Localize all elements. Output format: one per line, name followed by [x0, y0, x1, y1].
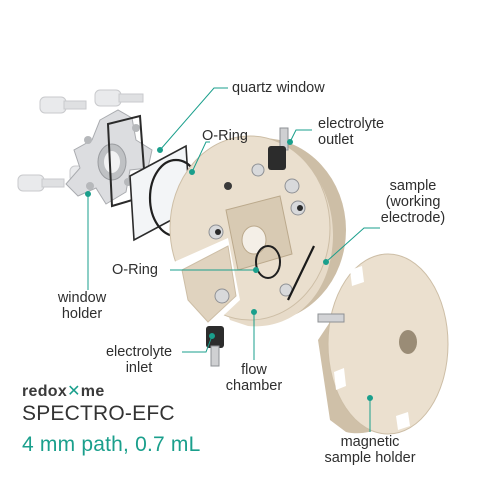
sample-slide [287, 245, 315, 301]
label-electrolyte-outlet-line1: electrolyte [318, 116, 385, 132]
label-magnetic-sample-holder-line1: magnetic [340, 434, 400, 450]
magnetic-sample-holder-disk [317, 253, 449, 435]
label-quartz-window: quartz window [232, 80, 325, 96]
flow-chamber-body [169, 135, 346, 332]
label-sample-line1: sample [389, 178, 437, 194]
brand-logo-x-icon: ✕ [67, 383, 81, 400]
bolt-bottom-left [17, 174, 65, 192]
inlet-fitting [206, 326, 224, 367]
label-electrolyte-inlet-line2: inlet [125, 360, 153, 376]
brand-logo-part1: redox [22, 383, 68, 400]
label-magnetic-sample-holder: magnetic sample holder [310, 434, 430, 466]
label-sample-line3: electrode) [380, 210, 446, 226]
bolt-top-left [39, 96, 87, 114]
bolt-top-right [94, 89, 144, 107]
outlet-fitting [268, 127, 289, 170]
label-electrolyte-inlet-line1: electrolyte [105, 344, 173, 360]
brand-logo-part2: me [80, 383, 105, 400]
label-electrolyte-outlet: electrolyte outlet [318, 116, 384, 148]
label-electrolyte-inlet: electrolyte inlet [98, 344, 180, 376]
leader-lines [85, 87, 380, 432]
window-holder-group [17, 89, 153, 208]
label-o-ring-top: O-Ring [202, 128, 248, 144]
o-ring-mid [255, 245, 281, 279]
label-sample: sample (working electrode) [368, 178, 458, 226]
label-flow-chamber-line1: flow [241, 362, 267, 378]
label-electrolyte-outlet-line2: outlet [318, 132, 354, 148]
product-spec: 4 mm path, 0.7 mL [22, 433, 201, 456]
label-window-holder-line2: holder [61, 306, 103, 322]
product-name: SPECTRO-EFC [22, 402, 175, 425]
label-flow-chamber: flow chamber [222, 362, 286, 394]
label-o-ring-mid: O-Ring [112, 262, 158, 278]
label-flow-chamber-line2: chamber [225, 378, 283, 394]
brand-logo: redox✕me [22, 381, 105, 401]
label-window-holder: window holder [40, 290, 124, 322]
label-magnetic-sample-holder-line2: sample holder [324, 450, 416, 466]
label-window-holder-line1: window [57, 290, 107, 306]
label-sample-line2: (working [385, 194, 441, 210]
